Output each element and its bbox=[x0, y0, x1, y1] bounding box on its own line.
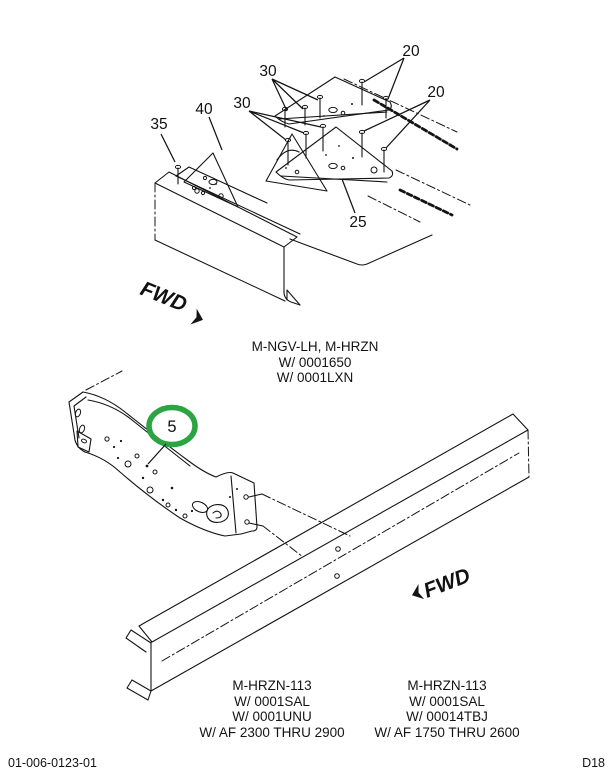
projection-lines bbox=[261, 493, 351, 558]
bolt bbox=[358, 129, 366, 158]
figure1-caption: M-NGV-LH, M-HRZN W/ 0001650 W/ 0001LXN bbox=[175, 339, 455, 386]
frame-deck bbox=[175, 166, 433, 266]
channel-beam bbox=[154, 171, 301, 306]
callout-20-upper: 20 bbox=[363, 43, 420, 100]
gusset-plate-center bbox=[265, 133, 328, 192]
highlight-ellipse bbox=[146, 404, 198, 448]
callout-label: 30 bbox=[259, 63, 277, 80]
figure2-caption-right: M-HRZN-113 W/ 0001SAL W/ 00014TBJ W/ AF … bbox=[327, 678, 567, 740]
page-number-left: 01-006-0123-01 bbox=[8, 756, 97, 770]
fwd-arrow-right-icon bbox=[190, 308, 203, 325]
caption-line: W/ AF 1750 THRU 2600 bbox=[374, 724, 520, 740]
caption-line: W/ 0001LXN bbox=[276, 370, 354, 386]
caption-line: W/ 0001SAL bbox=[409, 693, 485, 709]
bolt bbox=[358, 78, 366, 106]
callout-label[interactable]: 5 bbox=[167, 418, 176, 436]
callout-label: 30 bbox=[233, 95, 251, 112]
caption-line: W/ 00014TBJ bbox=[406, 709, 488, 725]
fwd-label: FWD bbox=[421, 564, 474, 603]
bolt bbox=[316, 94, 324, 119]
caption-line: W/ 0001650 bbox=[278, 354, 352, 370]
fwd-arrow-left-icon bbox=[411, 584, 425, 600]
figure2-caption-left: M-HRZN-113 W/ 0001SAL W/ 0001UNU W/ AF 2… bbox=[152, 678, 392, 740]
callout-label: 35 bbox=[150, 116, 167, 133]
callout-label: 40 bbox=[195, 101, 213, 118]
caption-line: M-NGV-LH, M-HRZN bbox=[251, 339, 379, 354]
page-number-right: D18 bbox=[582, 756, 605, 770]
callout-5-highlighted[interactable]: 5 bbox=[145, 404, 198, 468]
caption-line: M-HRZN-113 bbox=[407, 678, 487, 693]
bolt bbox=[380, 146, 388, 173]
callout-30-upper: 30 bbox=[259, 63, 319, 112]
frame-rail-phantom-lines bbox=[343, 78, 471, 223]
caption-line: W/ 0001SAL bbox=[234, 693, 310, 709]
kidney-slot bbox=[206, 504, 229, 523]
callout-30-lower: 30 bbox=[233, 95, 322, 141]
caption-line: W/ AF 2300 THRU 2900 bbox=[199, 724, 345, 740]
crossmember-part bbox=[68, 370, 264, 537]
bolt-holes bbox=[104, 436, 238, 519]
mounting-plate-lower bbox=[275, 126, 394, 183]
bolt bbox=[301, 104, 309, 126]
callout-label: 20 bbox=[427, 84, 445, 101]
figure2-illustration: 5 FWD bbox=[68, 370, 530, 701]
bolt bbox=[174, 164, 182, 185]
caption-line: M-HRZN-113 bbox=[232, 678, 312, 693]
callout-40: 40 bbox=[195, 101, 223, 151]
fwd-marker-figure2: FWD bbox=[411, 564, 474, 603]
mounting-bolts bbox=[174, 78, 390, 185]
callout-35: 35 bbox=[150, 116, 176, 163]
callout-25: 25 bbox=[341, 178, 367, 231]
gusset-plate-left bbox=[183, 152, 239, 208]
callout-label: 20 bbox=[402, 43, 420, 60]
bolt bbox=[319, 123, 327, 152]
fwd-marker-figure1: FWD bbox=[137, 277, 203, 325]
figure1-illustration: 20 30 30 20 40 35 25 FWD bbox=[137, 43, 471, 325]
fwd-label: FWD bbox=[137, 277, 190, 316]
callout-20-lower: 20 bbox=[363, 84, 445, 149]
callout-label: 25 bbox=[349, 214, 366, 231]
caption-line: W/ 0001UNU bbox=[232, 709, 312, 725]
frame-rail-channel bbox=[125, 413, 530, 701]
